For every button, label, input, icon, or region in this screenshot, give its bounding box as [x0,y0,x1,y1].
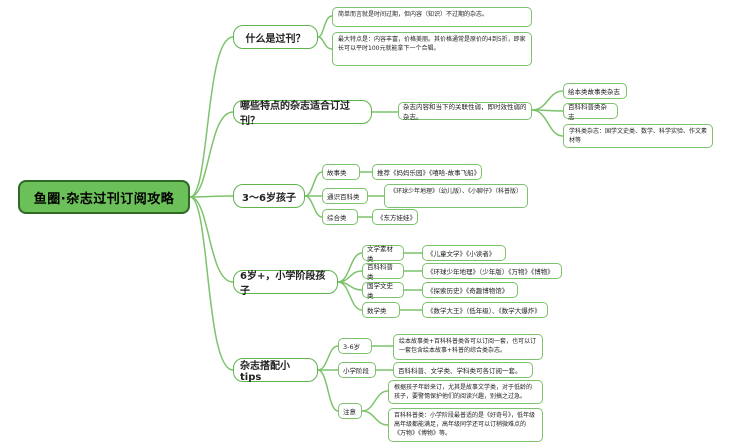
which-example-science[interactable]: 百科科普类杂志 [563,103,618,121]
age6-value-science[interactable]: 《环球少年地理》（少年版）《万物》《博物》 [422,263,562,279]
what-item-1-text: 简单而言就是时间过期，但内容（知识）不过期的杂志。 [338,11,489,18]
branch-age-6-plus[interactable]: 6岁+，小学阶段孩子 [233,270,338,297]
age6-value-math[interactable]: 《数学大王》（低年级）、《数学大爆炸》 [422,302,548,318]
what-item-1[interactable]: 简单而言就是时间过期，但内容（知识）不过期的杂志。 [332,7,532,27]
tips-value-3-6[interactable]: 绘本故事类+百科科普类各可以订阅一套，也可以订一套包含绘本故事+科普的综合类杂志… [393,334,543,360]
what-item-2-text: 最大特点是：内容丰富，价格美丽。其价格通常是原价的4到5折，即家长可以平时100… [338,36,526,52]
tips-note-2-text: 百科科普类：小学阶段最普适的是《好奇号》，低年级高年级都能满足，高年级同学还可以… [394,412,536,437]
which-example-picturebook[interactable]: 绘本类故事类杂志 [563,83,627,99]
age6-label-history[interactable]: 国学文史类 [362,282,404,300]
branch-which-magazines[interactable]: 哪些特点的杂志适合订过刊？ [233,100,372,127]
tips-label-primary[interactable]: 小学阶段 [338,362,376,378]
tips-value-3-6-text: 绘本故事类+百科科普类各可以订阅一套，也可以订一套包含绘本故事+科普的综合类杂志… [399,338,537,354]
branch-what-is-back-issue[interactable]: 什么是过刊？ [233,25,318,49]
tips-value-primary[interactable]: 百科科普、文学类、学科类可各订阅一套。 [393,362,533,378]
age6-label-math[interactable]: 数学类 [362,302,400,318]
age6-value-literature[interactable]: 《儿童文学》《小读者》 [422,245,506,261]
branch-tips[interactable]: 杂志搭配小tips [233,358,318,383]
age36-label-general[interactable]: 通识百科类 [322,188,368,204]
root-node[interactable]: 鱼圈·杂志过刊订阅攻略 [18,180,190,214]
tips-note-1-text: 根据孩子年龄来订，尤其是故事文学类，对于低龄的孩子，要警惕保护他们的阅读兴趣，别… [394,384,533,400]
age36-label-comprehensive[interactable]: 综合类 [322,209,358,225]
age6-value-history[interactable]: 《探索历史》《奇趣博物馆》 [422,282,518,298]
age6-label-literature[interactable]: 文学素材类 [362,245,404,263]
age36-label-story[interactable]: 故事类 [322,164,360,180]
age6-label-science[interactable]: 百科科普类 [362,263,404,281]
tips-note-2[interactable]: 百科科普类：小学阶段最普适的是《好奇号》，低年级高年级都能满足，高年级同学还可以… [388,408,543,442]
what-item-2[interactable]: 最大特点是：内容丰富，价格美丽。其价格通常是原价的4到5折，即家长可以平时100… [332,32,532,66]
tips-label-3-6[interactable]: 3-6岁 [338,338,372,354]
which-example-subject-text: 学科类杂志：国学文史类、数学、科学实验、作文素材等 [569,128,708,144]
age36-value-story[interactable]: 推荐《妈妈乐园》《嘻哈-故事飞船》 [372,164,482,180]
age36-value-general-text: 《环球少年地理》（幼儿版）、《小聊仔》（科普版） [390,188,523,195]
tips-note-1[interactable]: 根据孩子年龄来订，尤其是故事文学类，对于低龄的孩子，要警惕保护他们的阅读兴趣，别… [388,380,543,404]
which-example-subject[interactable]: 学科类杂志：国学文史类、数学、科学实验、作文素材等 [563,124,713,148]
tips-label-note[interactable]: 注意 [338,403,362,419]
which-criterion[interactable]: 杂志内容和当下的关联性弱，即时效性弱的杂志。 [398,102,532,121]
age36-value-general[interactable]: 《环球少年地理》（幼儿版）、《小聊仔》（科普版） [384,184,528,208]
branch-age-3-6[interactable]: 3～6岁孩子 [233,184,305,208]
age36-value-comprehensive[interactable]: 《东方娃娃》 [372,209,418,225]
